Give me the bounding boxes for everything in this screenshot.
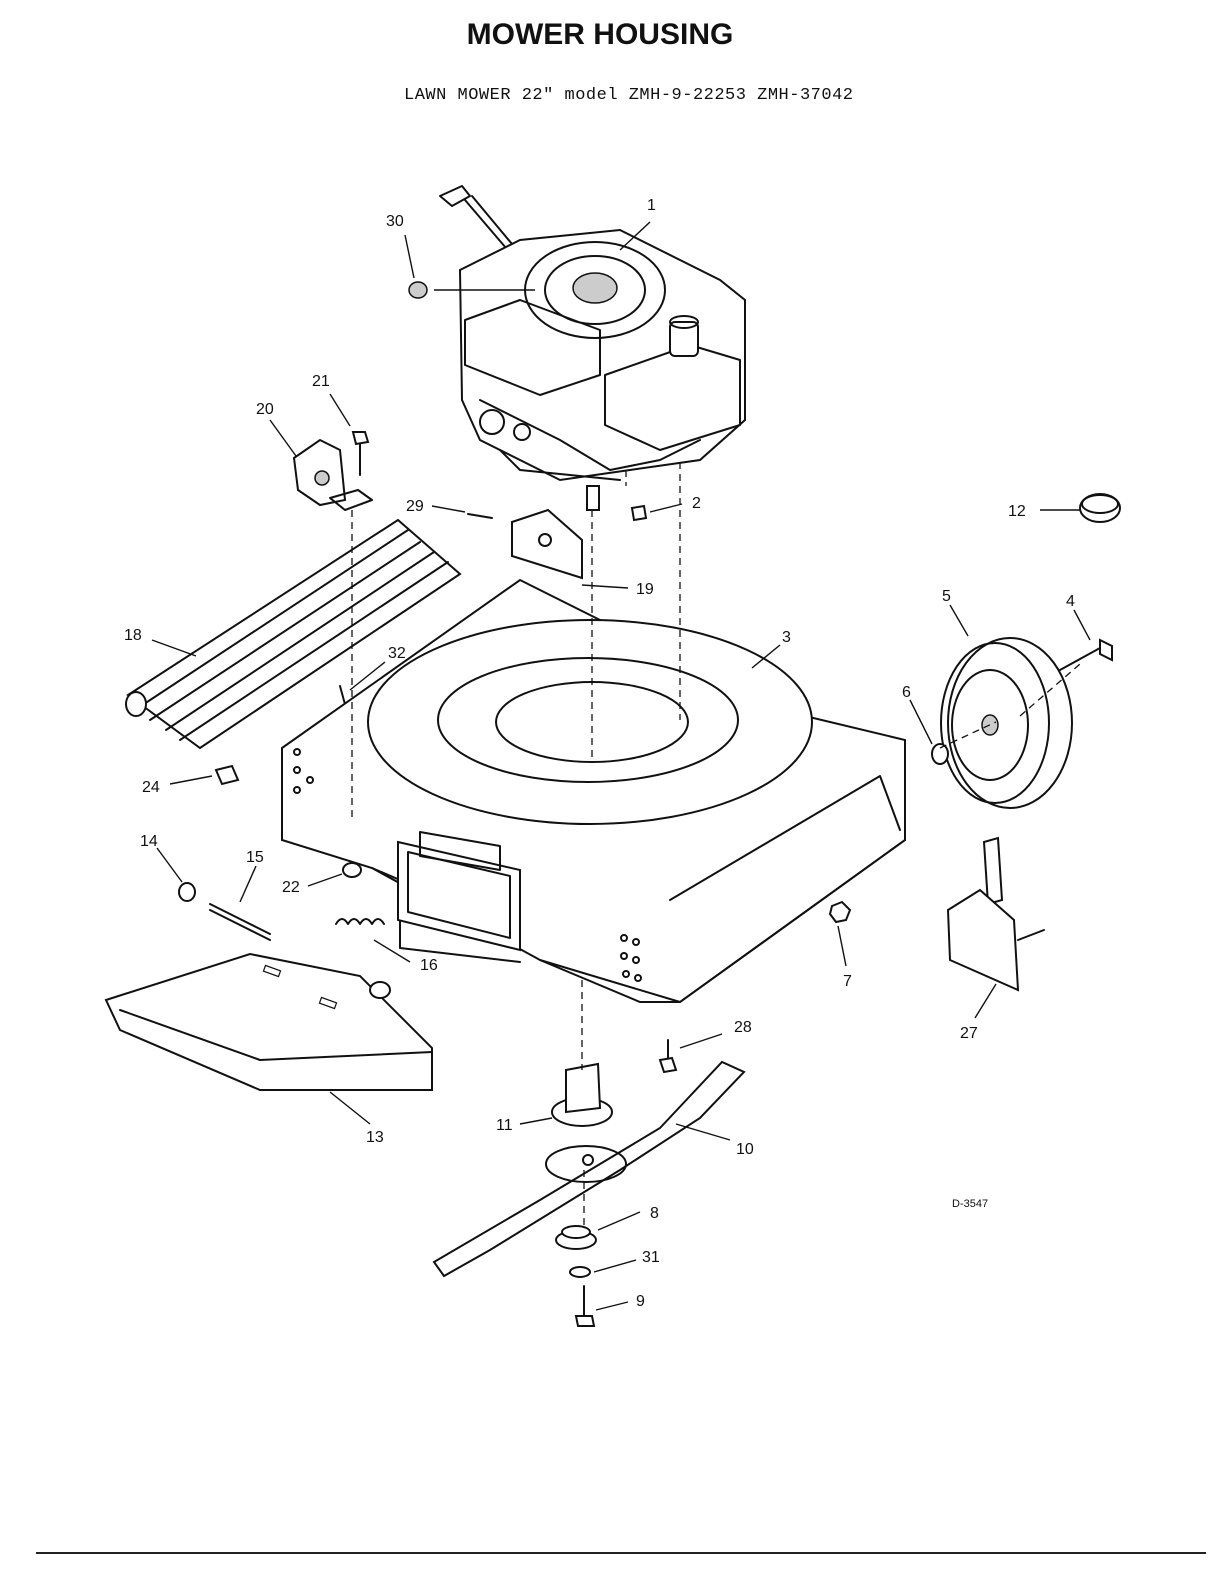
pin-part[interactable]	[431, 505, 493, 519]
spring-part[interactable]	[335, 918, 411, 963]
alignment-lines	[351, 462, 1081, 1230]
callout-3: 3	[782, 629, 791, 646]
callout-7: 7	[843, 973, 852, 990]
blade-center-bolt-part[interactable]	[574, 1285, 629, 1327]
locknut-part[interactable]	[307, 862, 362, 887]
callout-13: 13	[366, 1129, 384, 1146]
washer-part[interactable]	[909, 699, 949, 765]
callout-31: 31	[642, 1249, 660, 1266]
callout-12: 12	[1008, 503, 1026, 520]
callout-21: 21	[312, 373, 330, 390]
callout-14: 14	[140, 833, 158, 850]
blade-adapter-part[interactable]	[519, 1062, 613, 1127]
model-subtitle: LAWN MOWER 22" model ZMH-9-22253 ZMH-370…	[404, 86, 854, 105]
shoulder-bolt-part[interactable]	[156, 847, 196, 902]
blade-washer-part[interactable]	[555, 1211, 641, 1250]
callout-2: 2	[692, 495, 701, 512]
bracket-part[interactable]	[269, 419, 373, 511]
callout-9: 9	[636, 1293, 645, 1310]
rod-part[interactable]	[209, 865, 271, 941]
callout-29: 29	[406, 498, 424, 515]
callout-28: 28	[734, 1019, 752, 1036]
callout-16: 16	[420, 957, 438, 974]
callout-27: 27	[960, 1025, 978, 1042]
callout-1: 1	[647, 197, 656, 214]
callout-4: 4	[1066, 593, 1075, 610]
cap-part[interactable]	[1040, 493, 1121, 523]
nut-part[interactable]	[828, 900, 852, 967]
lock-washer-part[interactable]	[569, 1259, 637, 1278]
height-adjuster-part[interactable]	[946, 836, 1045, 1019]
callout-18: 18	[124, 627, 142, 644]
callout-22: 22	[282, 879, 300, 896]
callout-6: 6	[902, 684, 911, 701]
callout-24: 24	[142, 779, 160, 796]
callout-20: 20	[256, 401, 274, 418]
rear-deflector-part[interactable]	[104, 952, 433, 1125]
callout-19: 19	[636, 581, 654, 598]
clip-part[interactable]	[169, 764, 240, 786]
callout-32: 32	[388, 645, 406, 662]
bolt-part[interactable]	[329, 393, 370, 476]
key-part[interactable]	[630, 503, 683, 522]
callout-8: 8	[650, 1205, 659, 1222]
mount-holes	[293, 748, 642, 982]
wheel-part[interactable]	[940, 604, 1073, 809]
callout-10: 10	[736, 1141, 754, 1158]
callout-30: 30	[386, 213, 404, 230]
callout-15: 15	[246, 849, 264, 866]
page-title: MOWER HOUSING	[466, 18, 734, 51]
rear-baffle-part[interactable]	[125, 518, 462, 750]
blade-part[interactable]	[432, 1060, 746, 1278]
wheel-bolt-part[interactable]	[1059, 609, 1113, 671]
callout-11: 11	[496, 1117, 513, 1134]
engine-part[interactable]	[434, 185, 746, 511]
bottom-rule	[36, 1552, 1206, 1554]
callout-5: 5	[942, 588, 951, 605]
deck-housing-part[interactable]	[281, 578, 906, 1003]
callout-labels: 1 2 3 4 5 6 7 8 9 10 11 12 13 14 15 16 1…	[124, 197, 1075, 1310]
baffle-bracket-part[interactable]	[511, 508, 629, 589]
blade-bolt-part[interactable]	[658, 1033, 723, 1074]
drawing-code: D-3547	[952, 1198, 989, 1210]
grommet-part[interactable]	[404, 234, 428, 299]
